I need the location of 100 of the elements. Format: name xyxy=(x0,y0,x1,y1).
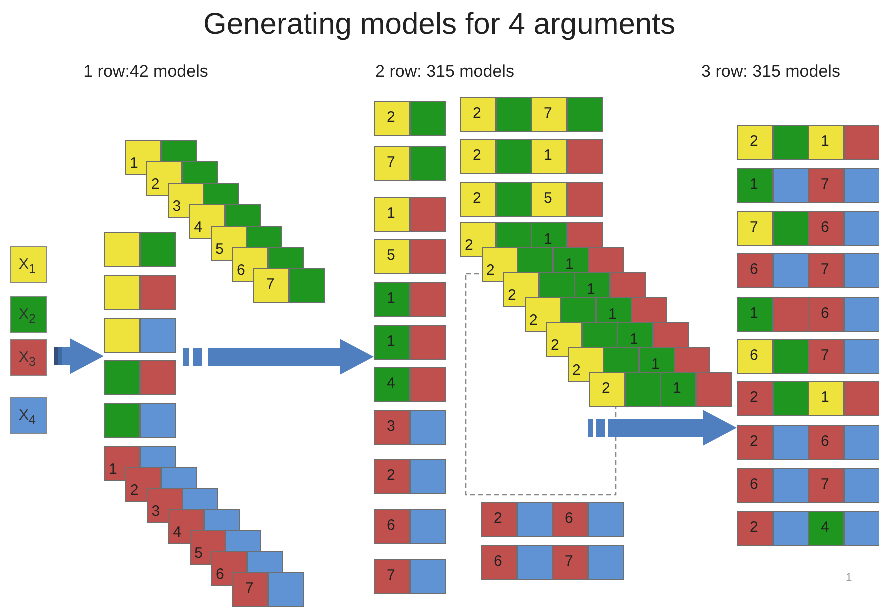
model-strip xyxy=(374,282,446,317)
cell-number: 4 xyxy=(194,219,203,238)
legend-text: X$_{2}$ xyxy=(19,306,36,328)
cell-number: 6 xyxy=(821,305,830,323)
cell-number: 1 xyxy=(587,282,596,297)
model-strip xyxy=(589,372,732,407)
block-arrow xyxy=(62,338,104,374)
model-strip xyxy=(374,459,446,494)
model-strip xyxy=(374,239,446,274)
cell-number: 5 xyxy=(216,240,224,259)
cell-number: 2 xyxy=(572,362,581,380)
cell-number: 6 xyxy=(565,510,574,528)
cell-number: 7 xyxy=(544,105,552,123)
model-strip xyxy=(737,425,879,460)
cell-number: 6 xyxy=(750,347,758,365)
model-strip xyxy=(737,297,879,332)
legend-text: X$_{4}$ xyxy=(19,407,36,429)
model-strip xyxy=(374,101,446,136)
column-heading: 3 row: 315 models xyxy=(700,62,842,82)
cell-number: 1 xyxy=(750,305,758,323)
block-arrow xyxy=(208,339,374,375)
page-number: 1 xyxy=(844,572,854,584)
model-strip xyxy=(737,511,879,546)
cell-number: 6 xyxy=(237,262,246,280)
cell-number: 4 xyxy=(387,375,396,393)
cell-number: 3 xyxy=(152,502,160,521)
cell-number: 6 xyxy=(750,476,758,494)
cell-number: 2 xyxy=(602,380,610,398)
empty-model-strip xyxy=(104,318,176,353)
cell-number: 4 xyxy=(173,524,182,542)
cell-number: 6 xyxy=(821,433,830,451)
cell-number: 7 xyxy=(387,567,396,585)
cell-number: 6 xyxy=(494,553,502,571)
empty-model-strip xyxy=(104,360,176,396)
model-strip xyxy=(460,182,603,217)
cell-number: 2 xyxy=(494,510,502,528)
model-strip xyxy=(460,97,603,132)
cell-number: 7 xyxy=(821,176,830,194)
cell-number: 2 xyxy=(508,287,516,305)
cell-number: 6 xyxy=(750,261,758,279)
model-strip xyxy=(232,572,304,607)
cell-number: 3 xyxy=(172,198,182,216)
model-strip xyxy=(737,253,879,288)
model-strip xyxy=(737,168,879,203)
cell-number: 2 xyxy=(473,147,482,165)
cell-number: 1 xyxy=(544,147,552,165)
cell-number: 1 xyxy=(608,307,617,322)
cell-number: 2 xyxy=(530,312,538,330)
cell-number: 6 xyxy=(216,566,224,584)
cell-number: 6 xyxy=(821,219,830,237)
model-strip xyxy=(374,325,446,360)
cell-number: 7 xyxy=(821,261,830,279)
cell-number: 1 xyxy=(130,155,138,173)
column-heading: 2 row: 315 models xyxy=(374,62,516,82)
model-strip xyxy=(374,509,446,544)
cell-number: 1 xyxy=(387,290,396,308)
cell-number: 2 xyxy=(130,482,139,500)
cell-number: 3 xyxy=(387,418,396,436)
model-strip xyxy=(481,545,624,580)
cell-number: 7 xyxy=(565,553,574,571)
cell-number: 2 xyxy=(473,105,482,123)
cell-number: 2 xyxy=(465,237,474,255)
cell-number: 2 xyxy=(473,190,482,208)
model-strip xyxy=(374,146,446,181)
cell-number: 2 xyxy=(750,433,758,451)
cell-number: 7 xyxy=(245,580,254,598)
model-strip xyxy=(737,468,879,503)
cell-number: 1 xyxy=(750,176,758,194)
model-strip xyxy=(737,381,879,416)
cell-number: 1 xyxy=(821,133,830,151)
model-strip xyxy=(374,367,446,402)
block-arrow xyxy=(608,410,737,446)
cell-number: 7 xyxy=(821,347,830,365)
title: Generating models for 4 arguments xyxy=(202,8,676,42)
model-strip xyxy=(460,139,603,174)
cell-number: 7 xyxy=(266,276,275,294)
cell-number: 1 xyxy=(652,357,660,372)
cell-number: 2 xyxy=(750,519,758,537)
cell-number: 2 xyxy=(151,176,160,194)
model-strip xyxy=(737,125,879,160)
legend-text: X$_{1}$ xyxy=(19,256,36,278)
cell-number: 2 xyxy=(387,467,396,485)
model-strip xyxy=(481,502,624,537)
cell-number: 5 xyxy=(194,544,203,563)
cell-number: 6 xyxy=(387,517,396,535)
model-strip xyxy=(737,211,879,246)
cell-number: 2 xyxy=(486,262,495,280)
legend-text: X$_{3}$ xyxy=(19,349,36,371)
cell-number: 7 xyxy=(750,219,758,237)
model-strip xyxy=(253,268,326,304)
model-strip xyxy=(374,559,446,594)
model-strip xyxy=(374,197,446,232)
cell-number: 1 xyxy=(566,257,574,272)
cell-number: 1 xyxy=(387,205,396,223)
empty-model-strip xyxy=(104,274,176,310)
cell-number: 5 xyxy=(387,247,396,265)
cell-number: 1 xyxy=(387,333,396,351)
cell-number: 2 xyxy=(387,109,396,127)
cell-number: 1 xyxy=(821,389,830,407)
cell-number: 2 xyxy=(750,133,758,151)
